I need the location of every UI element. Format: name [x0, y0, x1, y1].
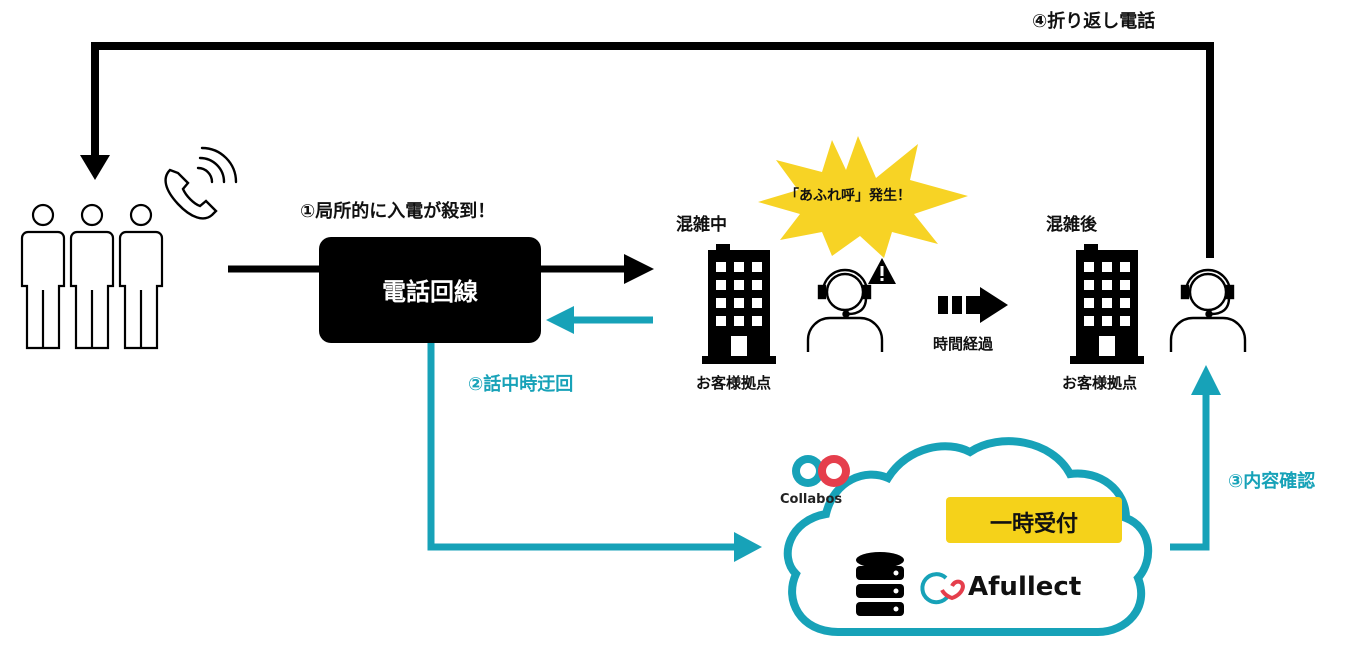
collabos-logo — [792, 455, 850, 487]
callback-arrow — [80, 42, 1214, 258]
overflow-burst-label: 「あふれ呼」発生！ — [785, 188, 911, 204]
office-building-after-icon — [1070, 244, 1144, 364]
temporary-reception-badge — [946, 497, 1122, 543]
collabos-wordmark: Collabos — [780, 492, 843, 507]
phone-line-label: 電話回線 — [382, 278, 478, 306]
ringing-phone-icon — [164, 146, 238, 220]
headset-operator-after-icon — [1169, 268, 1247, 352]
after-site-label: お客様拠点 — [1062, 374, 1138, 392]
afullect-logo-mark — [920, 572, 965, 605]
time-passing-label: 時間経過 — [933, 335, 994, 353]
afullect-wordmark: Afullect — [968, 572, 1082, 602]
step1-label: ①局所的に入電が殺到！ — [300, 201, 496, 222]
busy-state-label: 混雑中 — [676, 215, 727, 235]
busy-site-label: お客様拠点 — [696, 374, 772, 392]
office-building-icon — [702, 244, 776, 364]
time-passing-arrow — [938, 287, 1008, 323]
step4-label: ④折り返し電話 — [1032, 11, 1156, 32]
reroute-to-cloud-arrow — [427, 343, 762, 562]
headset-operator-icon — [806, 268, 884, 352]
after-state-label: 混雑後 — [1046, 215, 1097, 235]
warning-icon — [868, 258, 896, 284]
step2-label: ②話中時迂回 — [468, 374, 574, 395]
database-icon — [856, 552, 904, 616]
busy-reroute-arrow — [546, 306, 653, 334]
temporary-reception-label: 一時受付 — [989, 512, 1078, 537]
overflow-burst — [758, 136, 968, 258]
step3-label: ③内容確認 — [1228, 471, 1316, 492]
phone-line-box — [319, 237, 541, 343]
people-group-icon — [20, 203, 164, 350]
confirm-content-arrow — [1170, 365, 1221, 551]
